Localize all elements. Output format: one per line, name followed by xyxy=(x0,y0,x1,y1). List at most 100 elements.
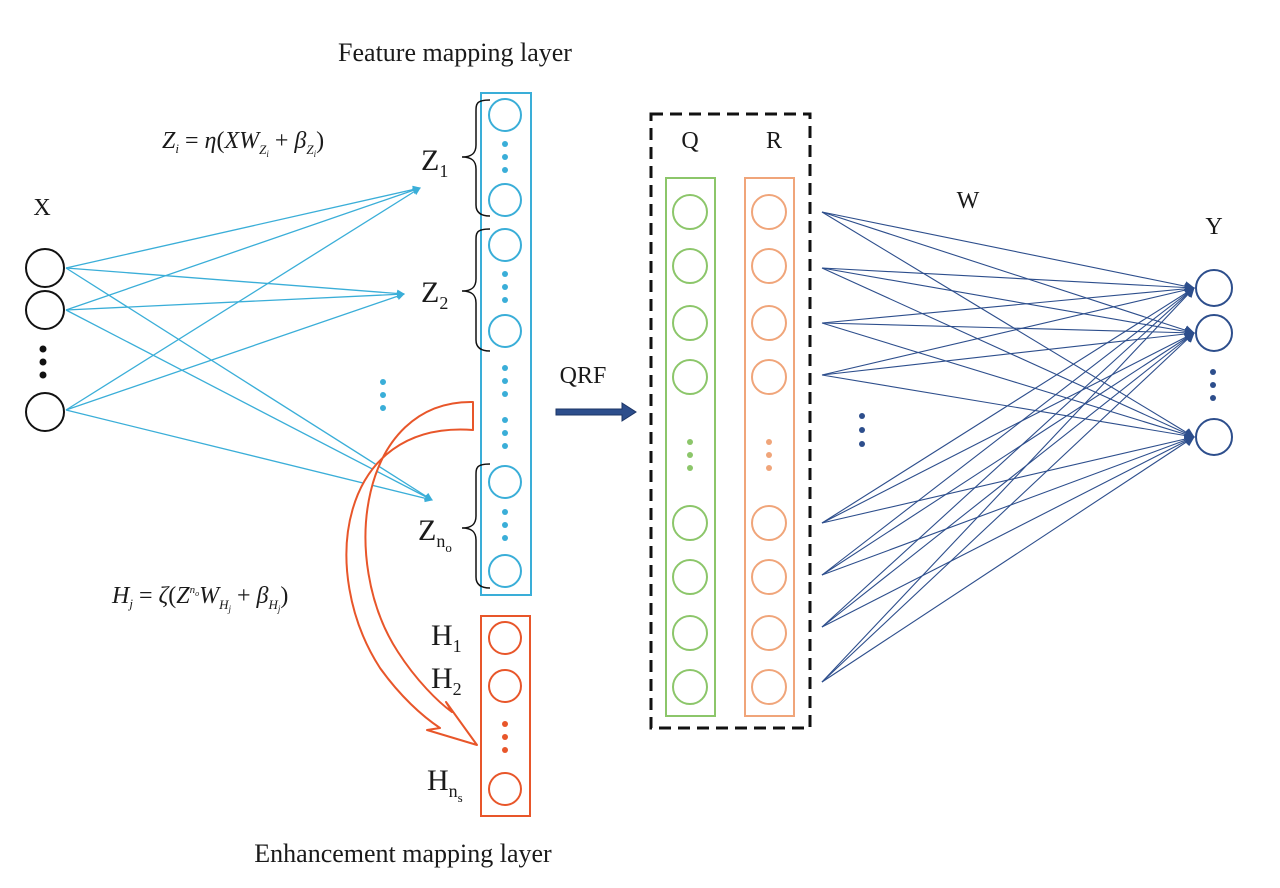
r-column-box xyxy=(744,177,795,717)
ellipsis-dot xyxy=(39,371,47,379)
ellipsis-dot xyxy=(502,417,508,423)
w-connection-line xyxy=(821,211,1195,438)
w-connection-line xyxy=(821,329,1195,376)
feature-node xyxy=(488,183,522,217)
enhancement-mapping-layer-title: Enhancement mapping layer xyxy=(254,839,552,868)
r-node xyxy=(751,359,787,395)
w-connection-line xyxy=(821,332,1195,576)
r-node xyxy=(751,669,787,705)
w-connection-line xyxy=(821,435,1195,576)
ellipsis-dot xyxy=(859,441,865,447)
output-nodes xyxy=(1195,269,1233,456)
w-connection-line xyxy=(821,332,1195,683)
brace-z1 xyxy=(461,99,491,217)
ellipsis-dot xyxy=(859,427,865,433)
ellipsis-dot xyxy=(502,154,508,160)
w-connection-line xyxy=(821,287,1195,524)
r-node xyxy=(751,194,787,230)
output-label: Y xyxy=(1205,214,1222,240)
feature-node xyxy=(488,228,522,262)
w-label: W xyxy=(957,188,980,214)
input-node xyxy=(25,392,65,432)
group-label-h2: H2 xyxy=(431,662,462,699)
q-column xyxy=(665,177,716,717)
ellipsis-dot xyxy=(502,747,508,753)
w-connection-line xyxy=(821,436,1195,628)
ellipsis-dot xyxy=(687,465,693,471)
ellipsis-dot xyxy=(502,167,508,173)
ellipsis-dot xyxy=(502,443,508,449)
q-node xyxy=(672,194,708,230)
r-column xyxy=(744,177,795,717)
qrf-arrow xyxy=(555,402,637,422)
ellipsis-dot xyxy=(502,284,508,290)
r-node xyxy=(751,559,787,595)
feature-group-ellipsis xyxy=(380,379,386,411)
r-node xyxy=(751,248,787,284)
ellipsis-dot xyxy=(502,378,508,384)
w-connection-line xyxy=(821,285,1195,376)
ellipsis-dot xyxy=(687,452,693,458)
enhancement-mapping-column xyxy=(480,615,531,817)
feature-equation: Zi = η(XWZi + βZi) xyxy=(162,128,324,159)
ellipsis-dot xyxy=(1210,382,1216,388)
enhancement-node xyxy=(488,669,522,703)
ellipsis-dot xyxy=(502,365,508,371)
w-connection-line xyxy=(821,283,1195,324)
ellipsis-dot xyxy=(502,430,508,436)
group-label-h1: H1 xyxy=(431,619,462,656)
q-node xyxy=(672,248,708,284)
input-nodes xyxy=(25,248,65,432)
ellipsis-dot xyxy=(502,391,508,397)
enhancement-node xyxy=(488,621,522,655)
input-label: X xyxy=(33,195,50,221)
ellipsis-dot xyxy=(380,379,386,385)
q-node xyxy=(672,359,708,395)
ellipsis-dot xyxy=(502,522,508,528)
w-connection-line xyxy=(821,287,1195,628)
enhancement-column-box xyxy=(480,615,531,817)
r-node xyxy=(751,505,787,541)
q-node xyxy=(672,305,708,341)
ellipsis-dot xyxy=(766,452,772,458)
brace-z2 xyxy=(461,228,491,352)
q-node xyxy=(672,615,708,651)
ellipsis-dot xyxy=(39,345,47,353)
ellipsis-dot xyxy=(502,297,508,303)
w-connection-line xyxy=(821,322,1195,338)
ellipsis-dot xyxy=(1210,395,1216,401)
ellipsis-dot xyxy=(502,721,508,727)
ellipsis-dot xyxy=(380,405,386,411)
q-label: Q xyxy=(681,128,698,154)
ellipsis-dot xyxy=(1210,369,1216,375)
feature-mapping-layer-title: Feature mapping layer xyxy=(338,38,572,67)
w-connection-line xyxy=(821,267,1195,337)
ellipsis-dot xyxy=(766,439,772,445)
qr-dashed-box xyxy=(649,112,812,730)
enhancement-node xyxy=(488,772,522,806)
ellipsis-dot xyxy=(380,392,386,398)
output-node xyxy=(1195,418,1233,456)
r-label: R xyxy=(766,128,782,154)
w-connection-line xyxy=(821,332,1195,628)
ellipsis-dot xyxy=(502,509,508,515)
input-node xyxy=(25,248,65,288)
ellipsis-dot xyxy=(502,141,508,147)
output-node xyxy=(1195,314,1233,352)
qrf-label: QRF xyxy=(560,363,607,389)
ellipsis-dot xyxy=(502,734,508,740)
feature-node xyxy=(488,314,522,348)
w-connection-line xyxy=(821,436,1195,683)
qr-to-output-connections xyxy=(821,211,1195,683)
w-connection-line xyxy=(821,211,1195,292)
q-node xyxy=(672,669,708,705)
enhancement-equation: Hj = ζ(ZnoWHj + βHj) xyxy=(111,583,288,614)
w-connection-line xyxy=(821,211,1195,335)
feature-node xyxy=(488,98,522,132)
feature-node xyxy=(488,465,522,499)
ellipsis-dot xyxy=(502,535,508,541)
group-label-hns: Hns xyxy=(427,764,463,805)
group-label-zno: Zno xyxy=(418,514,452,555)
w-connection-line xyxy=(821,267,1195,438)
